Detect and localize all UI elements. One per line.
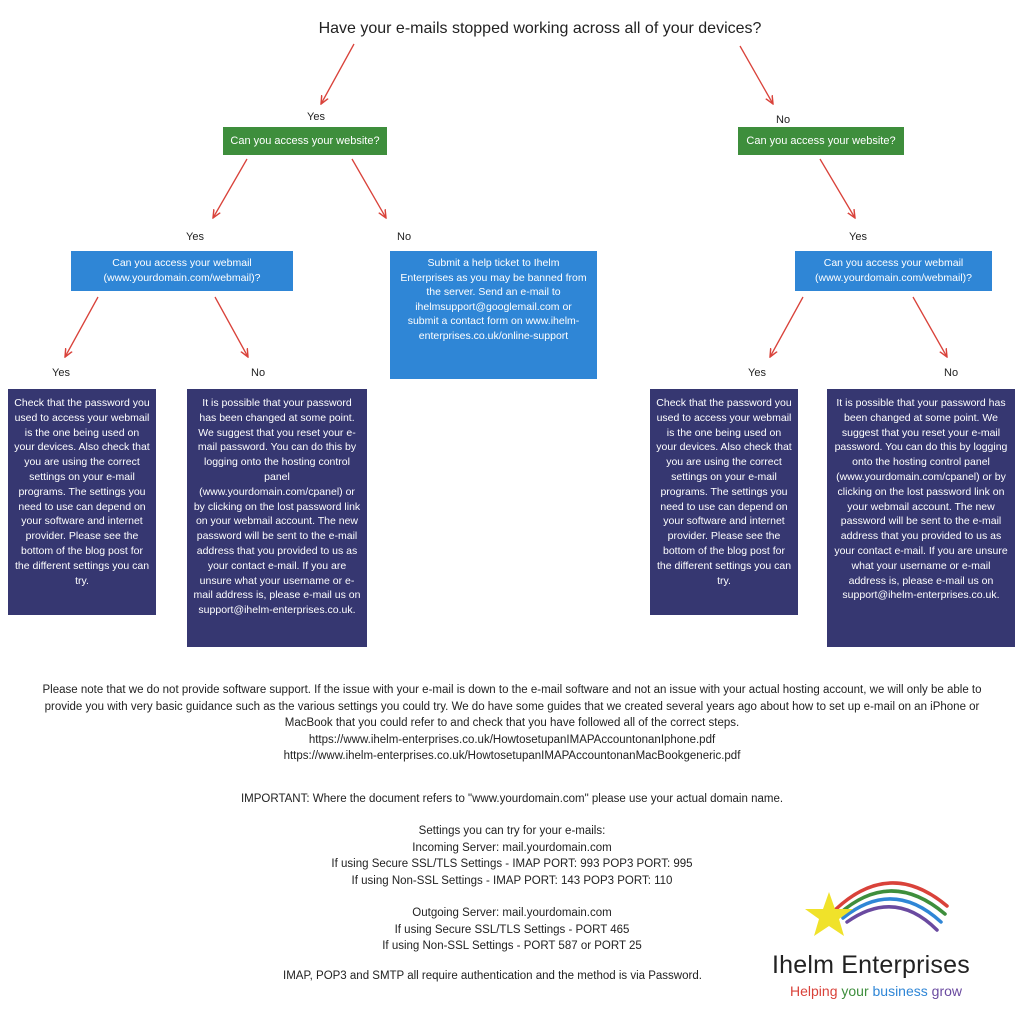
arrow	[351, 158, 386, 218]
outgoing-server: Outgoing Server: mail.yourdomain.com	[412, 907, 612, 919]
auth-note: IMAP, POP3 and SMTP all require authenti…	[283, 970, 702, 982]
macbook-guide-link[interactable]: https://www.ihelm-enterprises.co.uk/Howt…	[283, 750, 741, 762]
outgoing-ssl: If using Secure SSL/TLS Settings - PORT …	[394, 923, 630, 936]
brand-tagline: Helping your business grow	[790, 983, 962, 999]
label-yes: Yes	[748, 367, 766, 379]
software-support-note: Please note that we do not provide softw…	[42, 684, 982, 729]
label-yes: Yes	[307, 111, 325, 123]
label-yes: Yes	[186, 231, 204, 243]
check-password-box-left: Check that the password you used to acce…	[8, 389, 156, 615]
question-webmail-right: Can you access your webmail (www.yourdom…	[795, 251, 992, 291]
reset-password-box-left: It is possible that your password has be…	[187, 389, 367, 647]
incoming-server: Incoming Server: mail.yourdomain.com	[412, 841, 612, 854]
outgoing-nonssl: If using Non-SSL Settings - PORT 587 or …	[382, 940, 642, 952]
arrow	[65, 296, 99, 357]
incoming-nonssl: If using Non-SSL Settings - IMAP PORT: 1…	[351, 874, 673, 887]
arrow	[770, 296, 804, 357]
question-website-right: Can you access your website?	[738, 127, 904, 155]
tagline-your: your	[841, 983, 869, 999]
tagline-grow: grow	[931, 983, 963, 999]
settings-heading: Settings you can try for your e-mails:	[418, 825, 606, 837]
arrow	[819, 158, 855, 218]
label-no: No	[251, 367, 266, 379]
iphone-guide-link[interactable]: https://www.ihelm-enterprises.co.uk/Howt…	[308, 733, 716, 746]
help-ticket-box: Submit a help ticket to Ihelm Enterprise…	[390, 251, 597, 379]
arrow	[214, 296, 248, 357]
settings-section: Settings you can try for your e-mails: I…	[0, 823, 1024, 955]
important-note: IMPORTANT: Where the document refers to …	[240, 793, 784, 805]
label-yes: Yes	[849, 231, 867, 243]
footer-notes: Please note that we do not provide softw…	[0, 682, 1024, 765]
arrow	[739, 45, 773, 104]
arrow	[213, 158, 248, 218]
star-swoosh-logo-icon	[805, 881, 949, 936]
flowchart-title: Have your e-mails stopped working across…	[318, 20, 762, 37]
incoming-ssl: If using Secure SSL/TLS Settings - IMAP …	[331, 858, 693, 870]
tagline-helping: Helping	[790, 983, 838, 999]
label-no: No	[944, 367, 959, 379]
reset-password-box-right: It is possible that your password has be…	[827, 389, 1015, 647]
question-webmail-left: Can you access your webmail (www.yourdom…	[71, 251, 293, 291]
brand-name: Ihelm Enterprises	[772, 951, 970, 979]
arrow	[321, 43, 355, 104]
question-website-left: Can you access your website?	[223, 127, 387, 155]
label-no: No	[776, 114, 791, 126]
tagline-business: business	[872, 983, 928, 999]
arrow	[912, 296, 947, 357]
label-yes: Yes	[52, 367, 70, 379]
label-no: No	[397, 231, 412, 243]
check-password-box-right: Check that the password you used to acce…	[650, 389, 798, 615]
